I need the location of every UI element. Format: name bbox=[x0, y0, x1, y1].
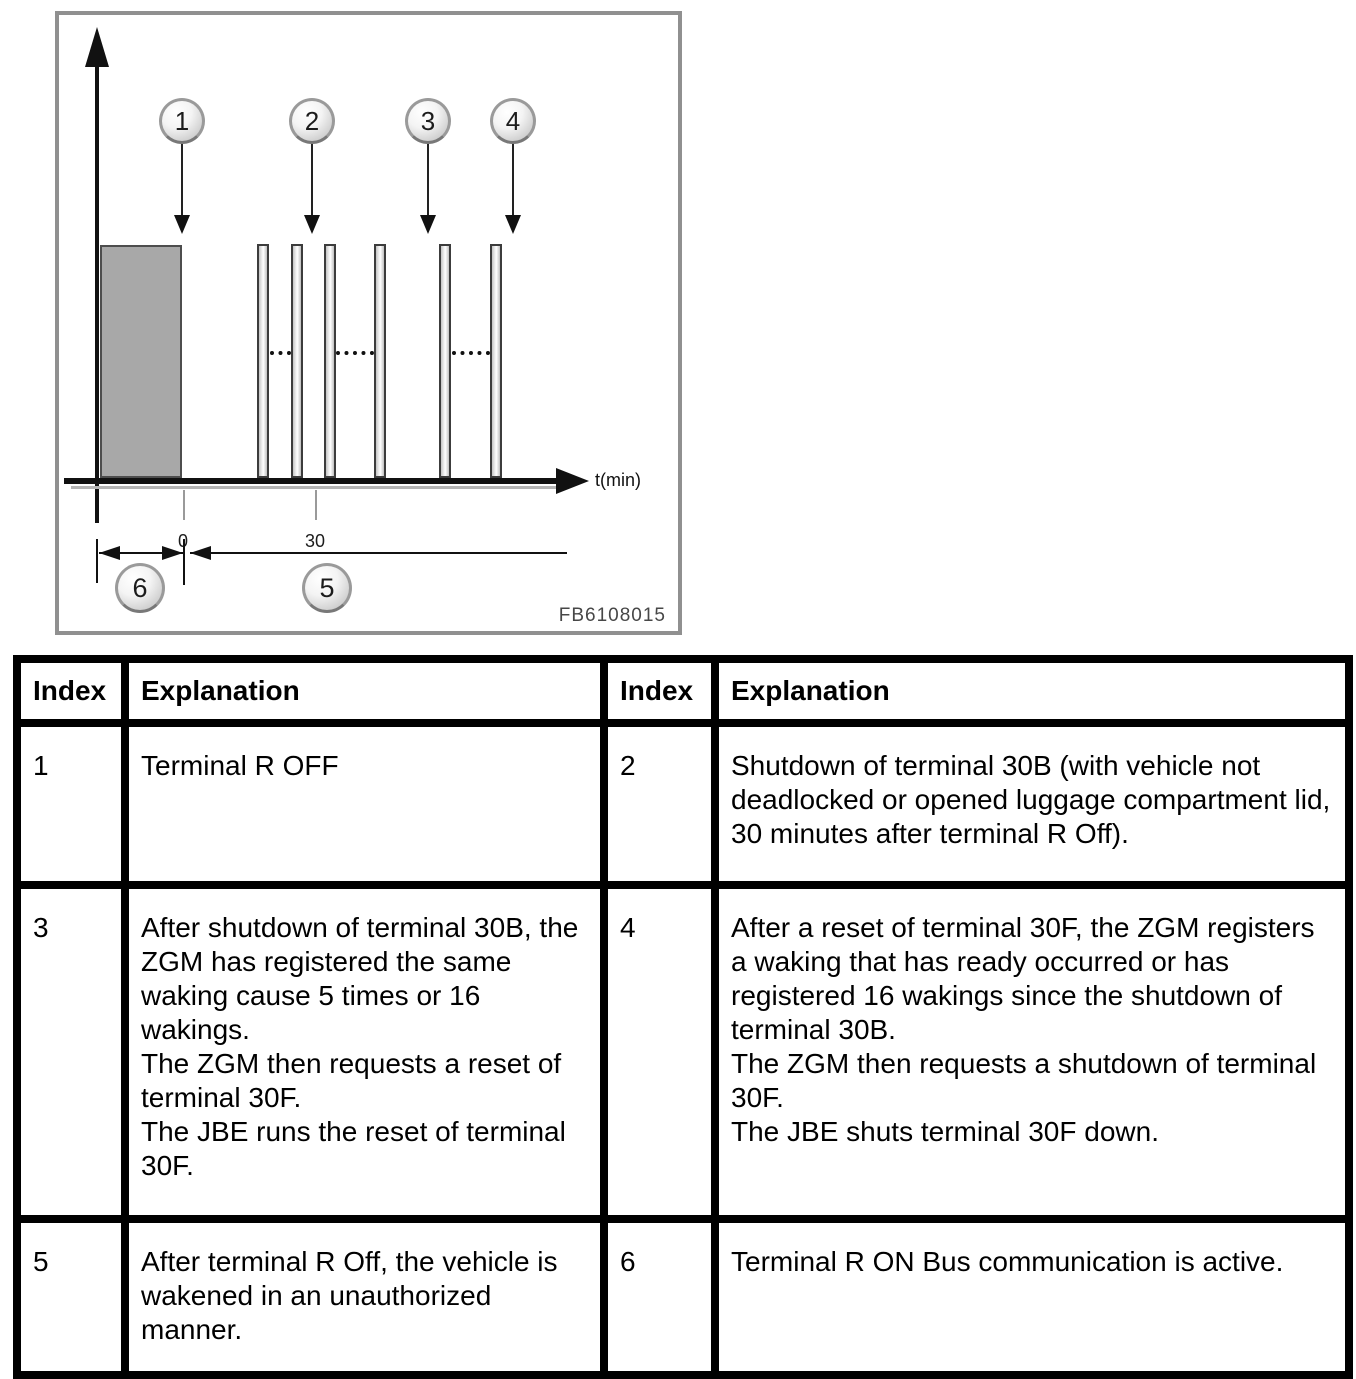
down-arrowhead-icon bbox=[420, 215, 436, 234]
callout-3: 3 bbox=[405, 98, 451, 144]
wake-pulse-bar bbox=[324, 244, 336, 478]
callout-4-stem bbox=[512, 144, 514, 216]
dotted-interval-line bbox=[336, 351, 374, 355]
dimension-tick-left bbox=[96, 539, 98, 583]
down-arrowhead-icon bbox=[174, 215, 190, 234]
dimension-line-6 bbox=[99, 552, 183, 554]
callout-4-label: 4 bbox=[505, 105, 521, 136]
left-arrowhead-icon bbox=[99, 546, 120, 560]
x-axis bbox=[64, 478, 557, 484]
right-arrowhead-icon bbox=[556, 468, 589, 494]
table-header-row: Index Explanation Index Explanation bbox=[13, 655, 1353, 727]
explanation-cell: Shutdown of terminal 30B (with vehicle n… bbox=[711, 719, 1353, 889]
callout-1-label: 1 bbox=[174, 105, 190, 136]
wake-pulse-bar bbox=[490, 244, 502, 478]
callout-5-label: 5 bbox=[319, 572, 335, 603]
wake-pulse-bar bbox=[257, 244, 269, 478]
dotted-interval-line bbox=[452, 351, 490, 355]
callout-4: 4 bbox=[490, 98, 536, 144]
dimension-line-5 bbox=[190, 552, 567, 554]
y-axis bbox=[95, 65, 99, 523]
index-cell: 1 bbox=[13, 719, 129, 889]
callout-6-label: 6 bbox=[132, 572, 148, 603]
figure-id: FB6108015 bbox=[558, 605, 666, 626]
explanation-cell: After shutdown of terminal 30B, the ZGM … bbox=[121, 881, 608, 1223]
callout-2: 2 bbox=[289, 98, 335, 144]
dotted-interval-line bbox=[270, 351, 291, 355]
table-row: 3 After shutdown of terminal 30B, the ZG… bbox=[13, 881, 1353, 1223]
header-index-right: Index bbox=[600, 655, 719, 727]
tick-30 bbox=[315, 490, 317, 520]
index-cell: 3 bbox=[13, 881, 129, 1223]
explanation-cell: After a reset of terminal 30F, the ZGM r… bbox=[711, 881, 1353, 1223]
index-cell: 5 bbox=[13, 1215, 129, 1379]
callout-2-label: 2 bbox=[304, 105, 320, 136]
tick-0 bbox=[183, 490, 185, 520]
down-arrowhead-icon bbox=[304, 215, 320, 234]
callout-1-stem bbox=[181, 144, 183, 216]
index-cell: 2 bbox=[600, 719, 719, 889]
explanation-cell: After terminal R Off, the vehicle is wak… bbox=[121, 1215, 608, 1379]
index-cell: 6 bbox=[600, 1215, 719, 1379]
wake-pulse-bar bbox=[291, 244, 303, 478]
timing-diagram: t(min) 1 2 3 4 0 30 bbox=[55, 11, 682, 635]
callout-2-stem bbox=[311, 144, 313, 216]
header-index-left: Index bbox=[13, 655, 129, 727]
terminal-r-on-block bbox=[100, 245, 182, 478]
tick-label-30: 30 bbox=[305, 531, 326, 551]
header-explanation-left: Explanation bbox=[121, 655, 608, 727]
right-arrowhead-icon bbox=[162, 546, 183, 560]
index-cell: 4 bbox=[600, 881, 719, 1223]
up-arrowhead-icon bbox=[85, 27, 109, 67]
down-arrowhead-icon bbox=[505, 215, 521, 234]
wake-pulse-bar bbox=[439, 244, 451, 478]
explanation-table: Index Explanation Index Explanation 1 Te… bbox=[13, 655, 1353, 1379]
explanation-cell: Terminal R ON Bus communication is activ… bbox=[711, 1215, 1353, 1379]
wake-pulse-bar bbox=[374, 244, 386, 478]
time-axis-label: t(min) bbox=[595, 470, 641, 490]
callout-1: 1 bbox=[159, 98, 205, 144]
callout-5: 5 bbox=[302, 563, 352, 613]
left-arrowhead-icon bbox=[190, 546, 211, 560]
callout-3-label: 3 bbox=[420, 105, 436, 136]
dimension-tick-zero bbox=[183, 539, 185, 585]
x-axis-shadow bbox=[71, 486, 563, 489]
callout-3-stem bbox=[427, 144, 429, 216]
header-explanation-right: Explanation bbox=[711, 655, 1353, 727]
table-row: 1 Terminal R OFF 2 Shutdown of terminal … bbox=[13, 719, 1353, 889]
explanation-cell: Terminal R OFF bbox=[121, 719, 608, 889]
callout-6: 6 bbox=[115, 563, 165, 613]
table-row: 5 After terminal R Off, the vehicle is w… bbox=[13, 1215, 1353, 1379]
